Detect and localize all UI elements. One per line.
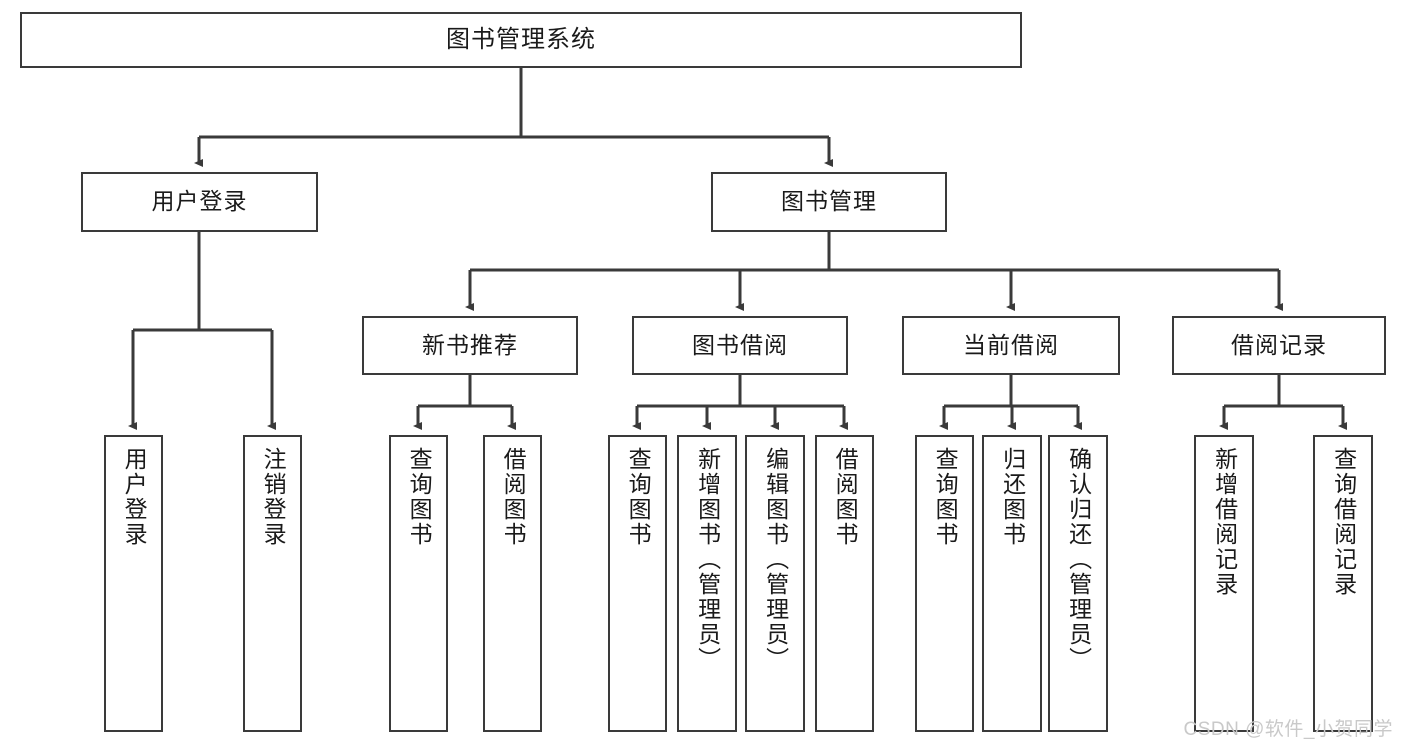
node-user-login[interactable]: 用户登录	[81, 172, 318, 232]
node-current-borrow-label: 当前借阅	[963, 331, 1059, 358]
leaf-logout-label: 注销登录	[260, 447, 287, 547]
leaf-user-login-label: 用户登录	[121, 447, 148, 547]
node-book-management[interactable]: 图书管理	[711, 172, 947, 232]
leaf-return-book-label: 归还图书	[999, 447, 1026, 547]
leaf-query-book-nb[interactable]: 查询图书	[389, 435, 448, 732]
leaf-confirm-return-admin[interactable]: 确认归还（管理员）	[1048, 435, 1108, 732]
leaf-query-book-cb[interactable]: 查询图书	[915, 435, 974, 732]
node-user-login-label: 用户登录	[151, 188, 248, 215]
leaf-borrow-book-nb-label: 借阅图书	[500, 447, 527, 547]
node-book-management-label: 图书管理	[781, 188, 877, 215]
leaf-query-book-bb-label: 查询图书	[625, 447, 652, 547]
leaf-logout[interactable]: 注销登录	[243, 435, 302, 732]
leaf-borrow-book-bb-label: 借阅图书	[832, 447, 859, 547]
leaf-query-borrow-record-label: 查询借阅记录	[1330, 447, 1357, 597]
node-current-borrow[interactable]: 当前借阅	[902, 316, 1120, 375]
node-root-label: 图书管理系统	[446, 25, 596, 53]
leaf-return-book[interactable]: 归还图书	[982, 435, 1042, 732]
leaf-add-borrow-record-label: 新增借阅记录	[1211, 447, 1238, 597]
leaf-query-borrow-record[interactable]: 查询借阅记录	[1313, 435, 1373, 732]
node-new-book-recommend[interactable]: 新书推荐	[362, 316, 578, 375]
leaf-confirm-return-admin-label: 确认归还（管理员）	[1065, 447, 1092, 672]
node-borrow-record-label: 借阅记录	[1231, 331, 1327, 358]
leaf-edit-book-admin-label: 编辑图书（管理员）	[762, 447, 789, 672]
leaf-add-borrow-record[interactable]: 新增借阅记录	[1194, 435, 1254, 732]
node-new-book-recommend-label: 新书推荐	[422, 331, 518, 358]
leaf-borrow-book-bb[interactable]: 借阅图书	[815, 435, 874, 732]
leaf-query-book-bb[interactable]: 查询图书	[608, 435, 667, 732]
watermark: CSDN @软件_小贺同学	[1183, 719, 1393, 740]
leaf-user-login[interactable]: 用户登录	[104, 435, 163, 732]
leaf-borrow-book-nb[interactable]: 借阅图书	[483, 435, 542, 732]
leaf-query-book-cb-label: 查询图书	[932, 447, 959, 547]
node-book-borrow[interactable]: 图书借阅	[632, 316, 848, 375]
node-borrow-record[interactable]: 借阅记录	[1172, 316, 1386, 375]
leaf-edit-book-admin[interactable]: 编辑图书（管理员）	[745, 435, 805, 732]
leaf-add-book-admin-label: 新增图书（管理员）	[694, 447, 721, 672]
leaf-add-book-admin[interactable]: 新增图书（管理员）	[677, 435, 737, 732]
node-root[interactable]: 图书管理系统	[20, 12, 1022, 68]
leaf-query-book-nb-label: 查询图书	[406, 447, 433, 547]
node-book-borrow-label: 图书借阅	[692, 331, 788, 358]
